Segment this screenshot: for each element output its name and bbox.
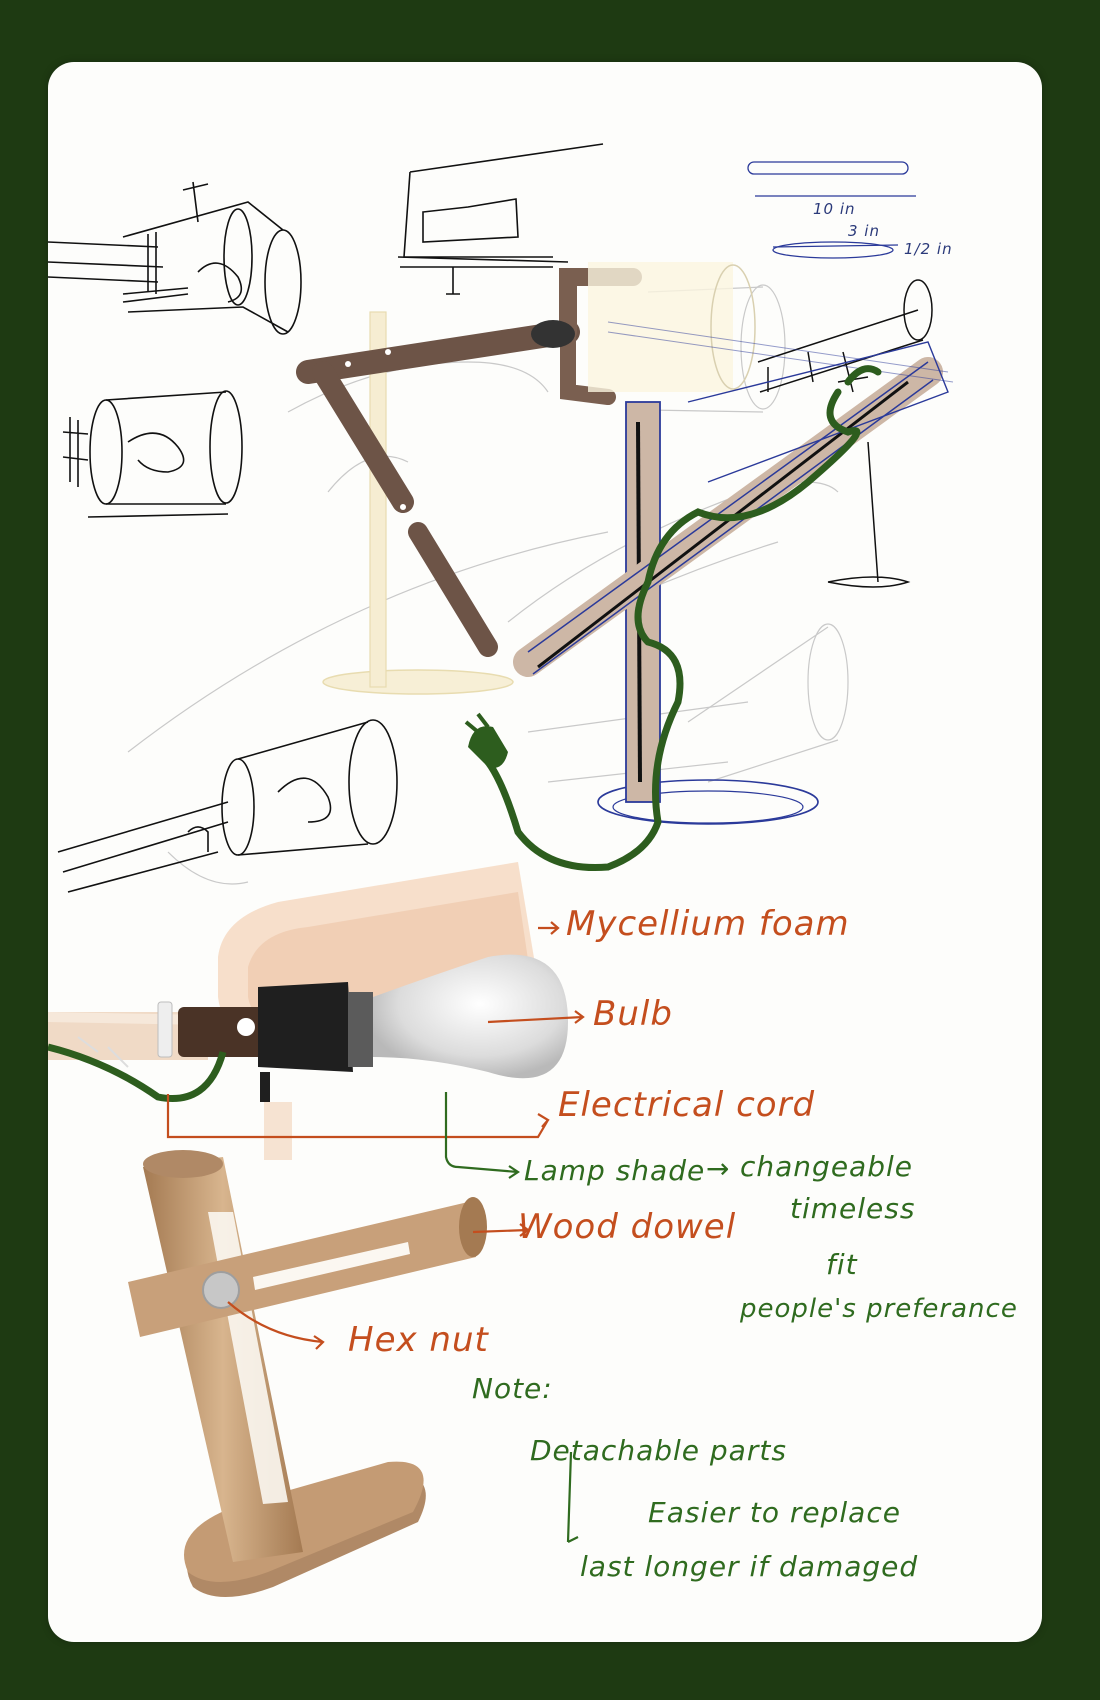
sketch-cylinder-1 [48, 182, 301, 334]
dimension-disk-diameter: 3 in [848, 222, 880, 240]
construction-lines [128, 285, 848, 884]
wood-stand-render [128, 1150, 487, 1597]
label-wood-dowel: Wood dowel [518, 1207, 736, 1247]
label-changeable: changeable [740, 1150, 913, 1183]
note-item-1: Detachable parts [530, 1434, 787, 1467]
label-bulb: Bulb [593, 994, 673, 1034]
sketch-cylinder-2 [63, 391, 242, 517]
label-fit: fit [826, 1248, 858, 1281]
sketch-cylinder-3 [58, 720, 397, 892]
note-item-3: last longer if damaged [580, 1550, 918, 1583]
lamp-render [48, 862, 568, 1160]
label-peoples-preference: people's preferance [740, 1294, 1018, 1324]
label-hex-nut: Hex nut [348, 1320, 489, 1360]
label-timeless: timeless [790, 1192, 915, 1225]
note-item-2: Easier to replace [648, 1496, 901, 1529]
sketch-artwork [48, 62, 1042, 1642]
note-title: Note: [472, 1372, 553, 1405]
dimension-rod-length: 10 in [813, 200, 856, 218]
concept-brown-arm [308, 262, 755, 694]
dimension-disk-thickness: 1/2 in [904, 240, 953, 258]
arrow-glyph: → [706, 1152, 730, 1185]
concept-blue-stand [466, 322, 953, 868]
label-electrical-cord: Electrical cord [558, 1085, 815, 1125]
label-mycelium-foam: Mycellium foam [566, 904, 850, 944]
label-lamp-shade: Lamp shade [524, 1154, 705, 1187]
sketch-sheet: 10 in 3 in 1/2 in Mycellium foam Bulb El… [48, 62, 1042, 1642]
